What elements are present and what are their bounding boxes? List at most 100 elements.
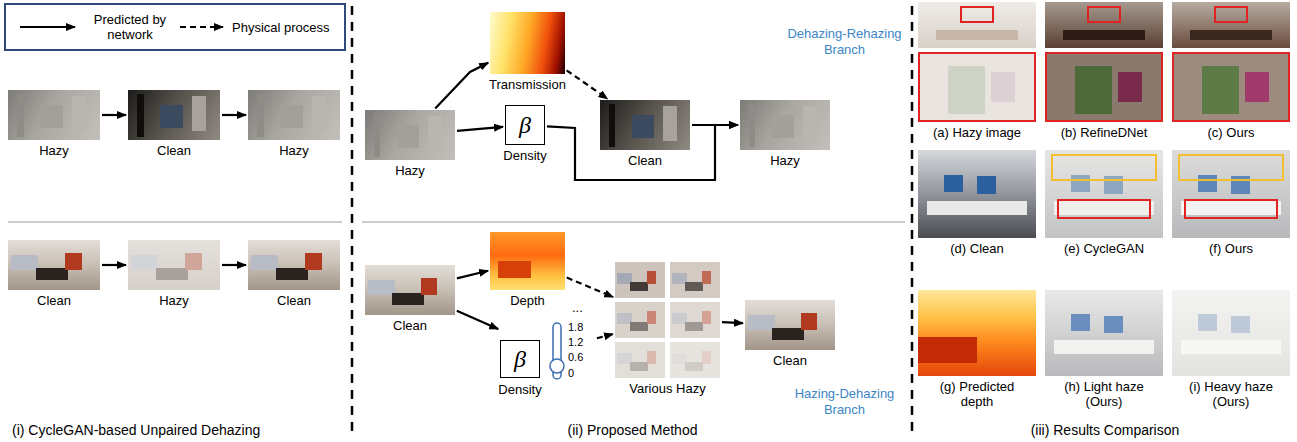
photo-detail: [647, 311, 656, 324]
depth-map: [918, 290, 1036, 376]
legend-text: Predicted by network: [82, 12, 178, 42]
hazy-set: Various Hazy: [615, 262, 720, 378]
result-image: (f) Ours: [1172, 150, 1290, 238]
photo-detail: [1181, 340, 1280, 354]
slider-value: 1.8: [568, 320, 583, 334]
solid-connector: [457, 127, 503, 131]
photo-detail: [137, 94, 143, 137]
photo-detail: [948, 66, 986, 114]
photo-detail: [748, 315, 775, 330]
panel-separator: [911, 6, 914, 438]
transmission-node: Transmission: [490, 12, 565, 74]
image-node: Clean: [8, 240, 100, 290]
photo-detail: [65, 253, 82, 271]
photo-detail: [630, 362, 648, 371]
photo-detail: [17, 94, 23, 137]
depth-node: Depth: [490, 232, 565, 290]
image-node: Hazy: [8, 90, 100, 140]
photo: [918, 2, 1036, 48]
dashed-connector: [567, 70, 608, 99]
photo-detail: [11, 255, 39, 270]
transmission-map: [490, 12, 565, 74]
density-symbol: β: [505, 105, 545, 145]
image-node: Hazy: [128, 240, 220, 290]
photo-detail: [647, 271, 656, 284]
image-label: Clean: [277, 293, 311, 308]
photo-detail: [632, 115, 655, 138]
depth-detail: [498, 261, 532, 278]
image-node: Hazy: [248, 90, 340, 140]
photo-detail: [368, 280, 395, 295]
branch-label: Dehazing-Rehazing Branch: [782, 26, 907, 58]
photo-detail: [772, 328, 804, 341]
photo-detail: [160, 105, 183, 128]
photo-detail: [257, 94, 263, 137]
photo-detail: [1181, 201, 1280, 215]
row-divider: [8, 222, 342, 223]
photo-detail: [131, 255, 159, 270]
photo: [1045, 2, 1163, 48]
photo-detail: [1104, 316, 1123, 333]
photo-detail: [374, 114, 380, 157]
image-label: Transmission: [489, 77, 566, 92]
image-label: Hazy: [770, 153, 800, 168]
image-label: Hazy: [395, 163, 425, 178]
image-label: Density: [498, 382, 541, 397]
photo-detail: [251, 255, 279, 270]
highlight-box: [1057, 199, 1151, 218]
photo-detail: [685, 362, 703, 371]
image-label: (f) Ours: [1209, 241, 1253, 256]
photo-detail: [40, 105, 63, 128]
result-image: (h) Light haze (Ours): [1045, 290, 1163, 376]
slider-value: 0: [568, 366, 574, 380]
photo-detail: [685, 282, 703, 291]
photo-detail: [801, 313, 817, 331]
density-slider-track: [547, 320, 567, 382]
photo-detail: [647, 351, 656, 364]
legend-text: Physical process: [232, 20, 330, 35]
photo-detail: [1054, 201, 1153, 215]
result-image: (c) Ours: [1172, 2, 1290, 122]
zoom-marker: [960, 6, 993, 23]
solid-connector: [222, 114, 246, 116]
photo-detail: [192, 96, 206, 131]
solid-connector: [457, 311, 498, 329]
density-box-frame: β: [500, 340, 540, 378]
solid-connector: [722, 321, 743, 324]
photo-detail: [1231, 316, 1250, 333]
photo: [918, 150, 1036, 238]
image-node: Clean: [365, 265, 455, 315]
result-image: (e) CycleGAN: [1045, 150, 1163, 238]
photo: [1172, 290, 1290, 376]
row-divider: [362, 222, 905, 223]
density-box: βDensity: [505, 105, 545, 145]
image-label: (e) CycleGAN: [1064, 241, 1144, 256]
panel-caption: (i) CycleGAN-based Unpaired Dehazing: [12, 422, 260, 439]
photo-detail: [944, 175, 963, 193]
slider-value: 0.6: [568, 350, 583, 364]
photo: [1172, 2, 1290, 48]
photo-detail: [1075, 66, 1113, 114]
photo: [1045, 150, 1163, 238]
image-label: (c) Ours: [1208, 125, 1255, 140]
photo-detail: [1202, 66, 1240, 114]
image-node: Clean: [600, 100, 690, 150]
photo-detail: [397, 125, 420, 148]
legend-arrow: [20, 26, 75, 28]
image-label: (a) Hazy image: [933, 125, 1021, 140]
photo-detail: [36, 268, 68, 281]
photo-detail: [72, 96, 86, 131]
result-image: (a) Hazy image: [918, 2, 1036, 122]
photo-detail: [1198, 314, 1217, 331]
photo-detail: [663, 106, 677, 141]
photo-detail: [276, 268, 308, 281]
photo-detail: [1054, 340, 1153, 354]
zoom-marker: [1087, 6, 1120, 23]
image-node: Clean: [128, 90, 220, 140]
photo-detail: [702, 351, 711, 364]
image-label: Clean: [157, 143, 191, 158]
depth-detail: [918, 337, 977, 363]
photo-detail: [927, 201, 1026, 215]
image-label: Various Hazy: [629, 381, 705, 396]
image-label: Clean: [628, 153, 662, 168]
